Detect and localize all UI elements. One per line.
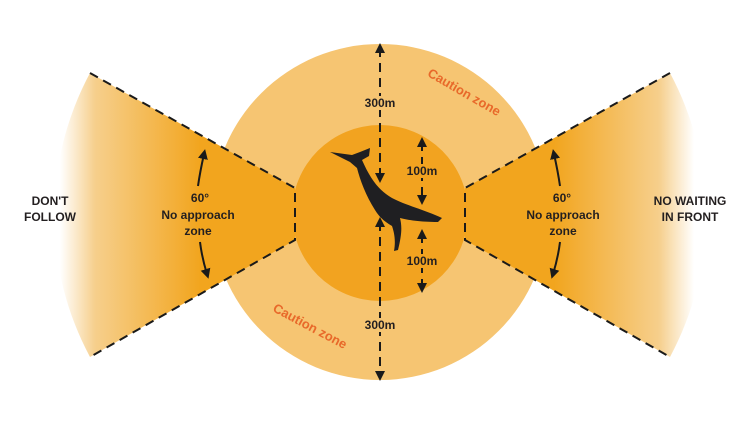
left-side-label-line1: DON'T — [32, 194, 70, 208]
right-wedge-boundary — [464, 72, 671, 358]
left-side-label-line2: FOLLOW — [24, 210, 77, 224]
right-angle-arrow-up — [550, 149, 561, 187]
left-wedge-boundary — [89, 72, 296, 358]
distance-300m-top-label: 300m — [365, 96, 396, 110]
left-zone-label-line1: No approach — [161, 208, 234, 222]
left-zone-label-line2: zone — [184, 224, 212, 238]
right-zone-angle: 60° — [553, 191, 571, 205]
right-zone-label-line1: No approach — [526, 208, 599, 222]
right-side-label-line1: NO WAITING — [654, 194, 727, 208]
right-zone-label-line2: zone — [549, 224, 577, 238]
left-zone-angle: 60° — [191, 191, 209, 205]
distance-100m-bottom-label: 100m — [407, 254, 438, 268]
right-angle-arrow-down — [549, 241, 561, 279]
right-no-approach-wedge — [465, 73, 706, 357]
left-angle-arrow-up — [197, 149, 208, 187]
left-no-approach-wedge — [54, 73, 295, 357]
right-side-label-line2: IN FRONT — [662, 210, 719, 224]
distance-100m-top-label: 100m — [407, 164, 438, 178]
distance-300m-bottom-label: 300m — [365, 318, 396, 332]
whale-icon — [330, 148, 442, 251]
left-angle-arrow-down — [199, 241, 211, 279]
